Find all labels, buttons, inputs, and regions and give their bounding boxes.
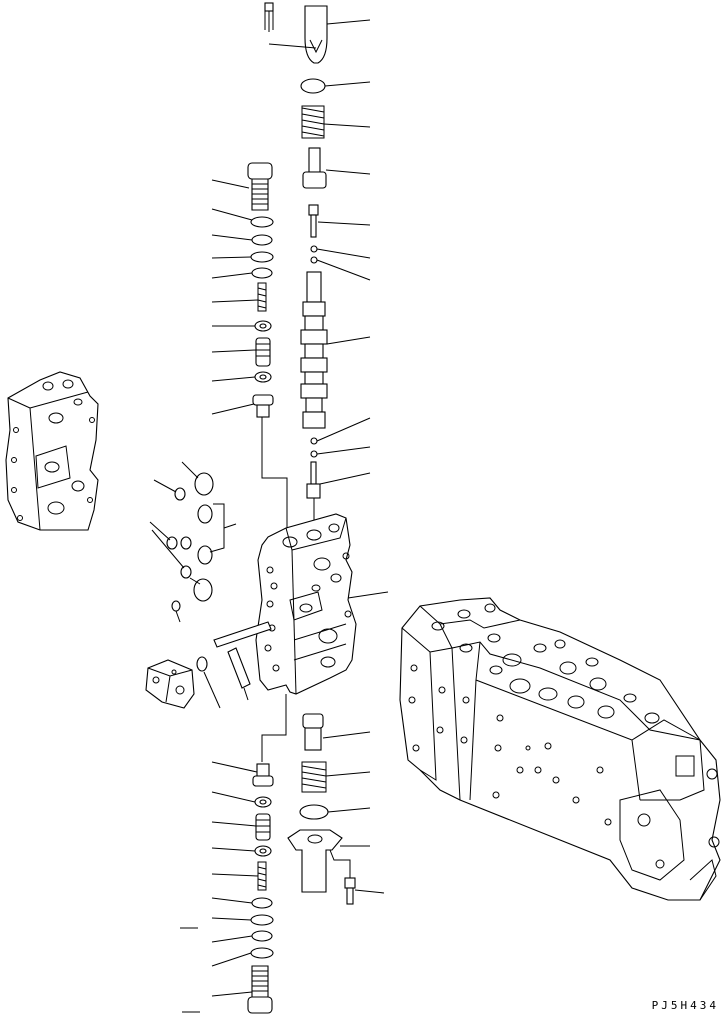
connector-line <box>261 417 288 540</box>
small-ring[interactable] <box>310 245 318 253</box>
spring-retainer[interactable] <box>302 147 327 189</box>
small-spring[interactable] <box>257 861 267 891</box>
control-valve-assembly[interactable] <box>399 597 721 901</box>
seat-ring[interactable] <box>254 371 272 383</box>
o-ring[interactable] <box>250 251 274 263</box>
check-valve-upper[interactable] <box>252 394 274 418</box>
connector-line-lower <box>261 694 287 762</box>
main-spool[interactable] <box>300 271 328 429</box>
leader-lines-left-upper <box>211 179 259 415</box>
cover-block[interactable] <box>145 659 195 709</box>
valve-section-body[interactable] <box>255 513 357 695</box>
loose-o-rings[interactable] <box>166 472 214 623</box>
side-valve-section[interactable] <box>5 371 99 531</box>
plug-lower[interactable] <box>247 965 273 1014</box>
o-ring[interactable] <box>300 78 326 94</box>
small-ring[interactable] <box>310 256 318 264</box>
bottom-cap-assembly[interactable] <box>287 829 356 905</box>
leader-lines-lower-center <box>322 731 385 894</box>
leader-body <box>347 591 389 599</box>
leader-lines-center <box>316 19 371 485</box>
seat-ring[interactable] <box>254 796 272 808</box>
backup-ring[interactable] <box>251 930 273 942</box>
backup-ring[interactable] <box>251 267 273 279</box>
check-valve-lower[interactable] <box>252 763 274 787</box>
backup-ring[interactable] <box>251 897 273 909</box>
plug-upper[interactable] <box>247 162 273 211</box>
leader-lines-orings <box>149 461 237 585</box>
o-ring[interactable] <box>250 216 274 228</box>
small-ring[interactable] <box>310 450 318 458</box>
washer[interactable] <box>254 320 272 332</box>
spring-lower[interactable] <box>301 761 327 793</box>
o-ring[interactable] <box>299 804 329 820</box>
leader-lines-left-lower <box>180 761 259 1013</box>
spring-seat-lower[interactable] <box>302 713 324 751</box>
o-ring[interactable] <box>250 914 274 926</box>
washer[interactable] <box>254 845 272 857</box>
top-cap-assembly[interactable] <box>264 2 328 64</box>
spring[interactable] <box>301 105 325 139</box>
stopper-pin[interactable] <box>308 204 319 238</box>
plunger[interactable] <box>306 461 321 499</box>
o-ring[interactable] <box>250 947 274 959</box>
drawing-code: PJ5H434 <box>651 999 719 1012</box>
backup-ring[interactable] <box>251 234 273 246</box>
small-ring[interactable] <box>310 437 318 445</box>
poppet[interactable] <box>255 337 271 367</box>
pins[interactable] <box>196 621 272 709</box>
small-spring[interactable] <box>257 282 267 312</box>
poppet[interactable] <box>255 813 271 841</box>
